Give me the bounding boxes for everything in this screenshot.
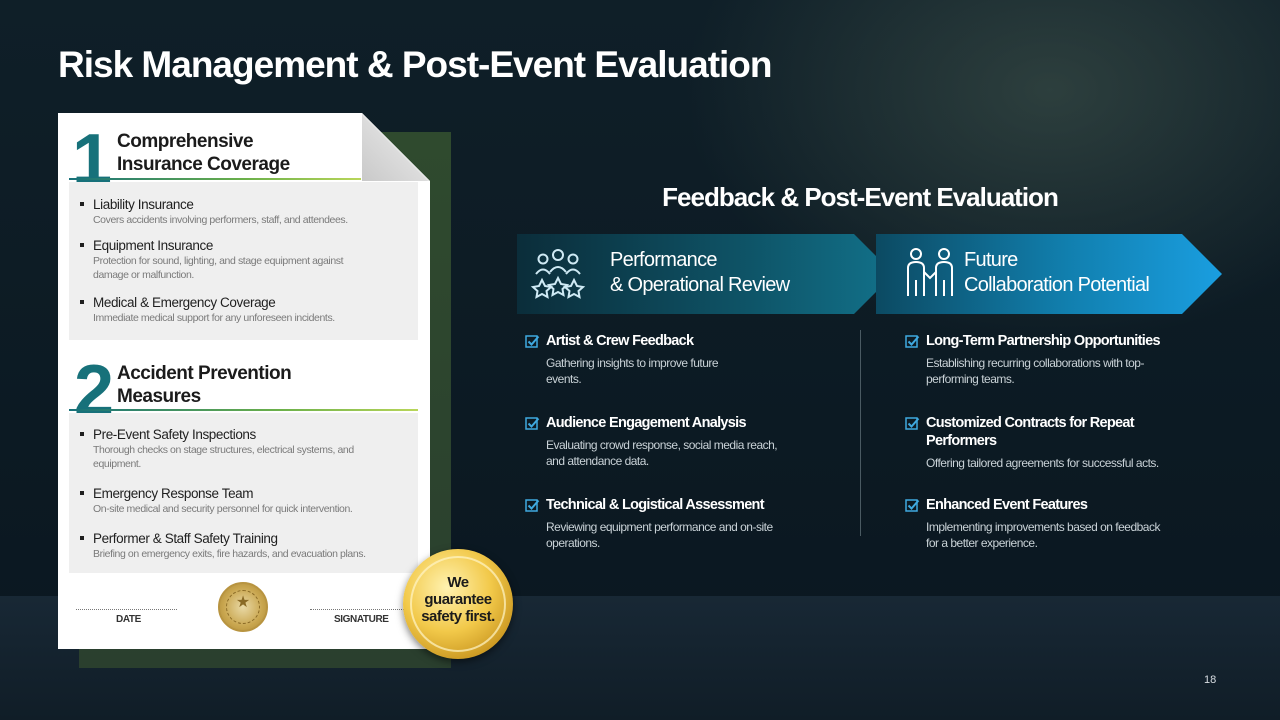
list-item: Liability Insurance Covers accidents inv… (80, 196, 410, 227)
list-item: Long-Term Partnership Opportunities Esta… (905, 332, 1161, 387)
list-item: Technical & Logistical Assessment Review… (525, 496, 773, 551)
item-heading: Technical & Logistical Assessment (546, 497, 765, 513)
list-item: Emergency Response Team On-site medical … (80, 485, 410, 516)
badge-ring (410, 556, 506, 652)
desc-line: events. (546, 372, 582, 386)
desc-line: performing teams. (926, 372, 1015, 386)
heading-line: Performers (926, 433, 997, 449)
desc-line: Implementing improvements based on feedb… (926, 520, 1160, 534)
item-description: Evaluating crowd response, social media … (546, 437, 778, 469)
list-item: Performer & Staff Safety Training Briefi… (80, 530, 410, 561)
desc-line: for a better experience. (926, 536, 1038, 550)
label-line-2: Collaboration Potential (964, 274, 1150, 296)
item-description: Gathering insights to improve future eve… (546, 355, 719, 387)
team-stars-icon (530, 249, 586, 299)
date-label: DATE (116, 614, 141, 625)
signature-line (310, 609, 408, 610)
performance-review-label: Performance & Operational Review (610, 248, 790, 298)
label-line-1: Performance (610, 249, 717, 271)
bullet-heading: Medical & Emergency Coverage (80, 294, 410, 311)
section-title-1-line1: Comprehensive (117, 131, 254, 152)
column-divider (860, 330, 861, 536)
checkbox-checked-icon (905, 417, 920, 430)
section-underline-1 (69, 178, 361, 180)
desc-line: Reviewing equipment performance and on-s… (546, 520, 773, 534)
page-number: 18 (1204, 674, 1217, 686)
item-description: Offering tailored agreements for success… (926, 455, 1159, 471)
bullet-description: equipment. (93, 458, 141, 470)
seal-ring (226, 590, 260, 624)
desc-line: Gathering insights to improve future (546, 356, 719, 370)
checkbox-checked-icon (905, 335, 920, 348)
desc-line: operations. (546, 536, 600, 550)
badge-line-3: safety first. (421, 608, 495, 625)
list-item: Pre-Event Safety Inspections Thorough ch… (80, 426, 410, 471)
label-line-1: Future (964, 249, 1018, 271)
heading-line: Customized Contracts for Repeat (926, 415, 1135, 431)
item-description: Implementing improvements based on feedb… (926, 519, 1160, 551)
desc-line: Evaluating crowd response, social media … (546, 438, 778, 452)
label-line-2: & Operational Review (610, 274, 790, 296)
item-heading: Customized Contracts for Repeat Performe… (926, 414, 1159, 450)
badge-line-1: We (447, 574, 469, 591)
section-title-1-line2: Insurance Coverage (117, 154, 290, 175)
section-box-1 (69, 182, 418, 340)
bullet-heading: Equipment Insurance (80, 237, 410, 254)
seal-icon: ★ (218, 582, 268, 632)
bullet-description: Briefing on emergency exits, fire hazard… (93, 548, 366, 560)
list-item: Audience Engagement Analysis Evaluating … (525, 414, 778, 469)
item-heading: Enhanced Event Features (926, 497, 1088, 513)
future-collaboration-label: Future Collaboration Potential (964, 248, 1150, 298)
feedback-heading: Feedback & Post-Event Evaluation (662, 182, 1059, 212)
bullet-description: Thorough checks on stage structures, ele… (93, 444, 354, 456)
badge-line-2: guarantee (424, 591, 492, 608)
bullet-heading: Pre-Event Safety Inspections (80, 426, 410, 443)
list-item: Customized Contracts for Repeat Performe… (905, 414, 1159, 471)
list-item: Equipment Insurance Protection for sound… (80, 237, 410, 282)
desc-line: Offering tailored agreements for success… (926, 456, 1159, 470)
slide-title: Risk Management & Post-Event Evaluation (58, 44, 773, 85)
safety-badge: We guarantee safety first. (403, 549, 513, 659)
list-item: Medical & Emergency Coverage Immediate m… (80, 294, 410, 325)
item-heading: Artist & Crew Feedback (546, 333, 694, 349)
badge-text: We guarantee safety first. (403, 574, 513, 625)
bullet-heading: Performer & Staff Safety Training (80, 530, 410, 547)
section-underline-2 (69, 409, 418, 411)
item-heading: Audience Engagement Analysis (546, 415, 747, 431)
signature-label: SIGNATURE (334, 614, 389, 625)
partnership-icon (907, 248, 953, 296)
checkbox-checked-icon (525, 499, 540, 512)
section-title-1: Comprehensive Insurance Coverage (117, 130, 290, 176)
star-icon: ★ (235, 594, 251, 611)
date-line (76, 609, 177, 610)
item-heading: Long-Term Partnership Opportunities (926, 333, 1161, 349)
section-box-2 (69, 413, 418, 573)
list-item: Artist & Crew Feedback Gathering insight… (525, 332, 719, 387)
section-title-2: Accident Prevention Measures (117, 362, 292, 408)
bullet-description: damage or malfunction. (93, 269, 194, 281)
bullet-description: Covers accidents involving performers, s… (93, 214, 348, 226)
list-item: Enhanced Event Features Implementing imp… (905, 496, 1160, 551)
section-title-2-line1: Accident Prevention (117, 363, 292, 384)
checkbox-checked-icon (905, 499, 920, 512)
bullet-description: Protection for sound, lighting, and stag… (93, 255, 344, 267)
item-description: Establishing recurring collaborations wi… (926, 355, 1160, 387)
bullet-heading: Liability Insurance (80, 196, 410, 213)
bullet-heading: Emergency Response Team (80, 485, 410, 502)
section-title-2-line2: Measures (117, 386, 201, 407)
desc-line: Establishing recurring collaborations wi… (926, 356, 1144, 370)
checkbox-checked-icon (525, 417, 540, 430)
bullet-description: Immediate medical support for any unfore… (93, 312, 335, 324)
desc-line: and attendance data. (546, 454, 649, 468)
bullet-description: On-site medical and security personnel f… (93, 503, 353, 515)
item-description: Reviewing equipment performance and on-s… (546, 519, 773, 551)
checkbox-checked-icon (525, 335, 540, 348)
